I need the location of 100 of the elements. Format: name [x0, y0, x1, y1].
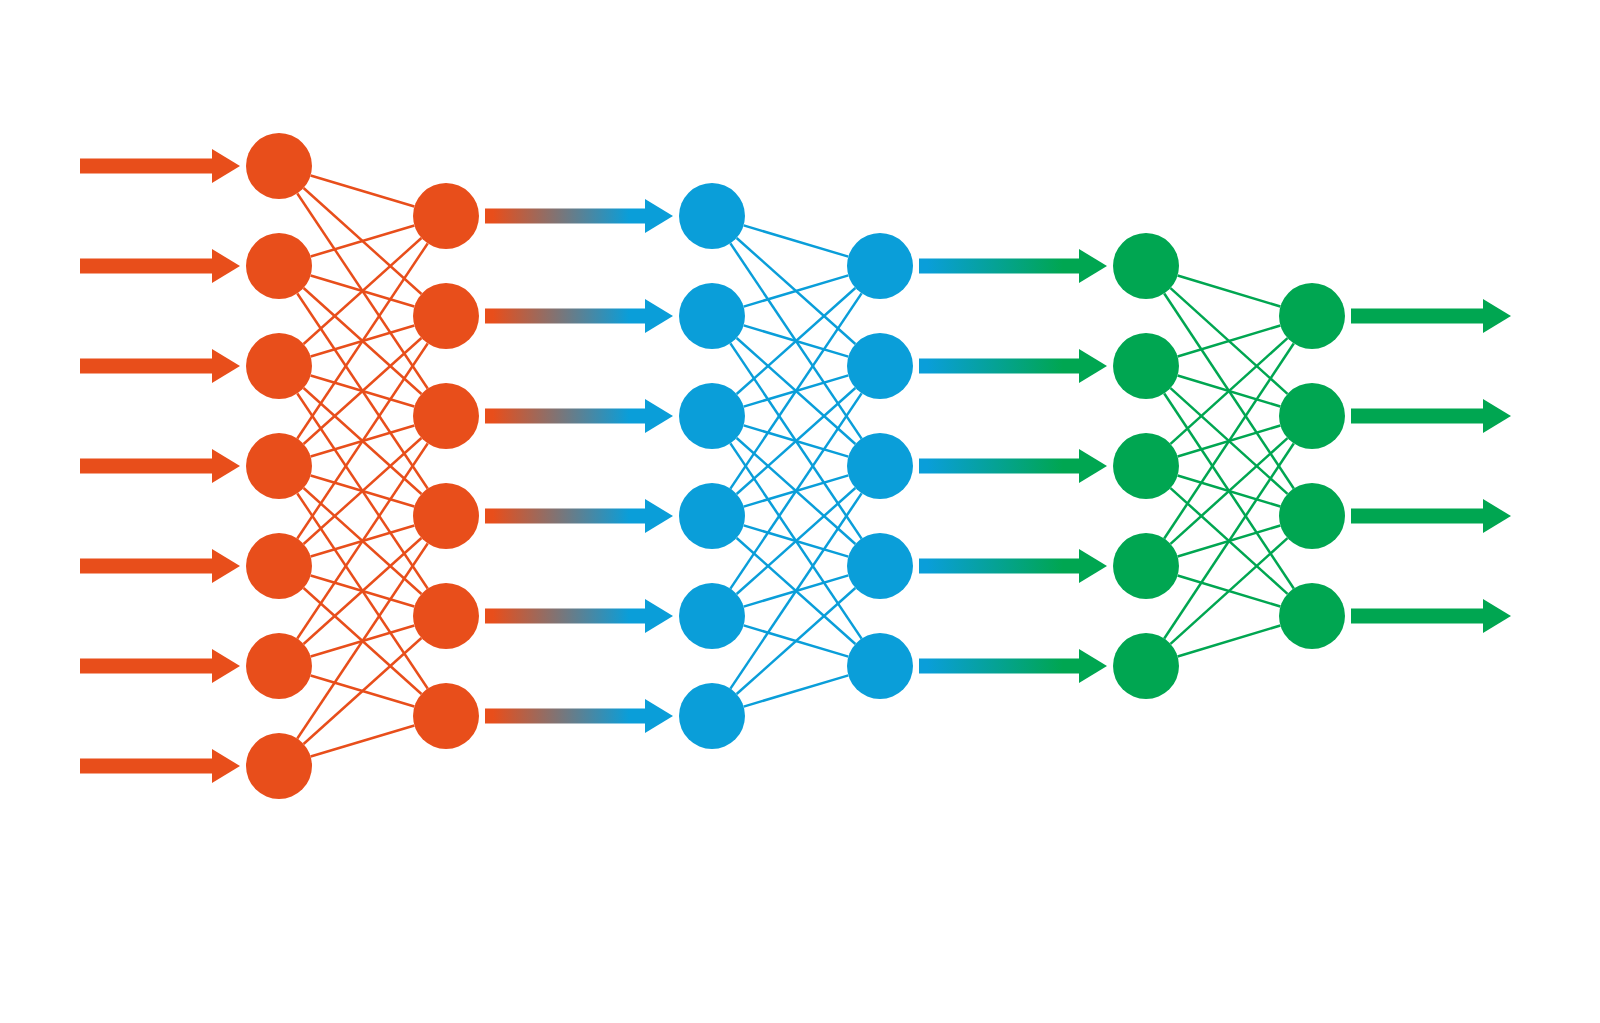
connection-line [310, 274, 415, 308]
connection-line [1169, 387, 1289, 495]
connection-line [296, 492, 429, 690]
connection-line [296, 542, 429, 740]
neuron-circle [246, 333, 312, 399]
connection-line [743, 324, 849, 358]
connection-line [735, 237, 857, 345]
connection-line [743, 374, 849, 408]
connection-line [310, 524, 415, 558]
connection-line [729, 392, 863, 590]
neuron-circle [413, 583, 479, 649]
arrow [919, 649, 1107, 683]
connection-line [296, 442, 429, 640]
connection-line [310, 724, 415, 758]
connection-line [735, 587, 857, 695]
arrow [80, 349, 240, 383]
connection-line [743, 624, 849, 658]
neuron-circle [1113, 433, 1179, 499]
connection-line [1177, 324, 1281, 358]
connection-line [296, 242, 429, 440]
connection-line [302, 437, 423, 545]
arrow [485, 499, 673, 533]
connection-line [1169, 437, 1289, 545]
connection-line [296, 342, 429, 540]
connection-line [1177, 424, 1281, 458]
connection-line [310, 324, 415, 358]
arrow [1351, 499, 1511, 533]
connection-line [729, 342, 863, 540]
neuron-circle [246, 433, 312, 499]
connection-line [1177, 574, 1281, 608]
connection-line [729, 292, 863, 490]
connection-line [1169, 287, 1289, 395]
arrow [485, 699, 673, 733]
connection-line [310, 574, 415, 608]
arrow [485, 299, 673, 333]
arrow [80, 149, 240, 183]
connection-line [1163, 392, 1295, 590]
connection-line [296, 192, 429, 390]
connection-line [735, 387, 857, 495]
connection-line [1177, 374, 1281, 408]
connection-line [743, 224, 849, 258]
connection-line [310, 174, 415, 208]
connection-line [302, 287, 423, 395]
connection-line [735, 287, 857, 395]
connection-line [302, 487, 423, 595]
connection-line [302, 637, 423, 745]
arrow [80, 449, 240, 483]
connection-line [302, 337, 423, 445]
arrow [485, 199, 673, 233]
connection-line [302, 587, 423, 695]
connection-line [1169, 537, 1289, 645]
connection-line [1177, 524, 1281, 558]
connection-line [735, 437, 857, 545]
connection-line [1177, 474, 1281, 508]
arrow [1351, 599, 1511, 633]
arrow [919, 549, 1107, 583]
connection-line [310, 624, 415, 658]
arrow [80, 649, 240, 683]
connection-line [743, 424, 849, 458]
connection-line [729, 242, 863, 440]
connection-line [1169, 487, 1289, 595]
connection-line [302, 187, 423, 295]
neuron-circle [413, 383, 479, 449]
connection-line [310, 424, 415, 458]
connection-line [310, 374, 415, 408]
connection-line [310, 674, 415, 708]
connection-line [743, 674, 849, 708]
neuron-circle [1279, 483, 1345, 549]
connection-line [743, 574, 849, 608]
connection-line [735, 337, 857, 445]
connection-line [1163, 442, 1295, 640]
arrow [1351, 299, 1511, 333]
arrow [80, 249, 240, 283]
connection-line [743, 524, 849, 558]
connection-line [735, 537, 857, 645]
neuron-circle [413, 483, 479, 549]
neuron-circle [679, 483, 745, 549]
arrow [485, 599, 673, 633]
connection-line [310, 224, 415, 258]
arrow [919, 249, 1107, 283]
connection-line [729, 442, 863, 640]
arrow [919, 449, 1107, 483]
neuron-circle [847, 333, 913, 399]
arrow [485, 399, 673, 433]
connection-line [302, 537, 423, 645]
connection-line [1169, 337, 1289, 445]
connection-line [1163, 292, 1295, 490]
neuron-circle [413, 283, 479, 349]
arrow [919, 349, 1107, 383]
neuron-circle [1279, 383, 1345, 449]
arrow [80, 749, 240, 783]
neuron-circle [847, 533, 913, 599]
connection-line [743, 474, 849, 508]
connection-line [735, 487, 857, 595]
connection-line [1177, 274, 1281, 308]
connection-line [302, 387, 423, 495]
connection-line [296, 392, 429, 590]
arrow [1351, 399, 1511, 433]
neuron-circle [847, 433, 913, 499]
connection-line [1177, 624, 1281, 658]
